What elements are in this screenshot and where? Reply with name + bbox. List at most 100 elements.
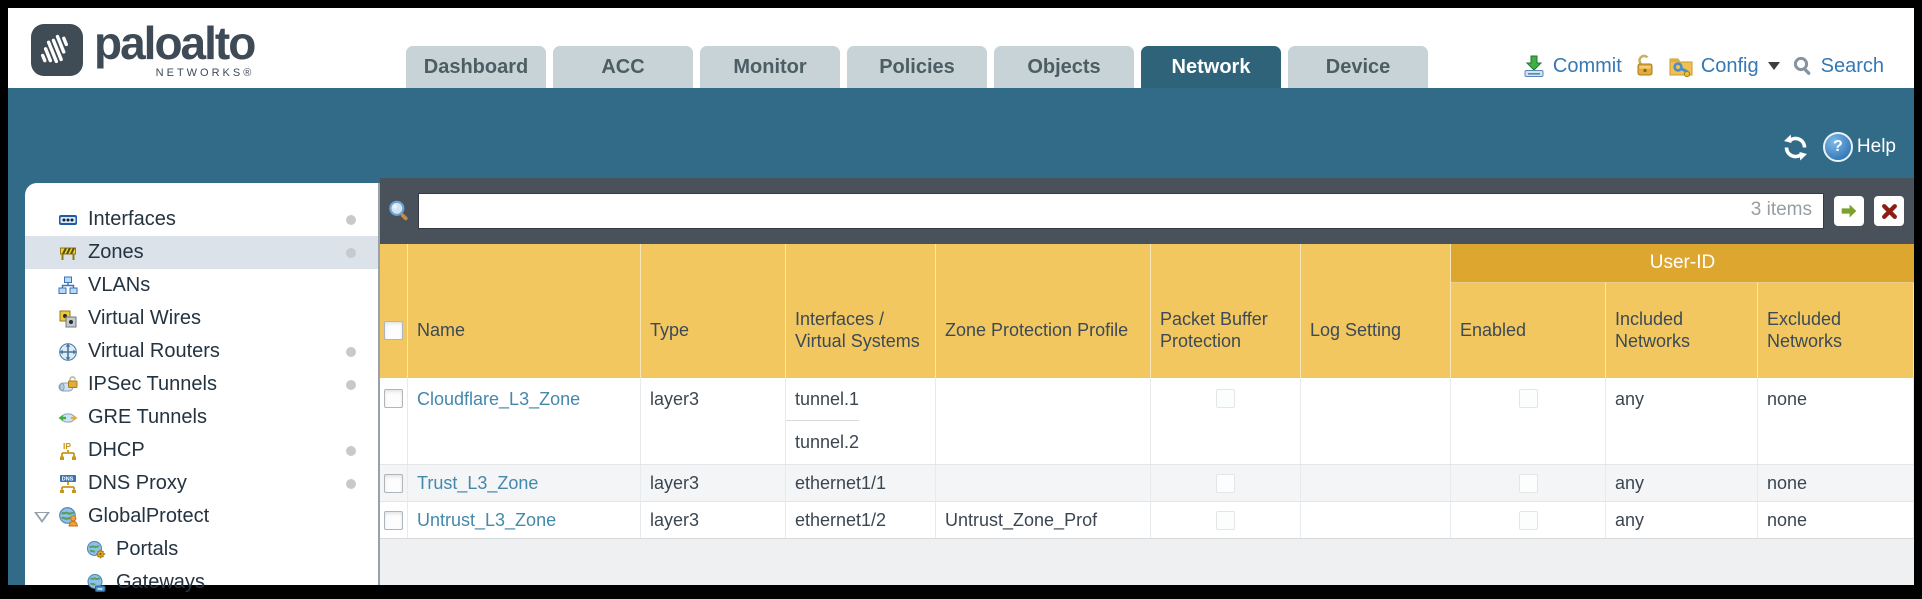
gateways-icon xyxy=(85,572,107,594)
zone-type: layer3 xyxy=(641,378,786,464)
status-dot xyxy=(346,214,356,225)
user-id-group-header: User-ID xyxy=(1451,244,1914,283)
sidebar-item-dhcp[interactable]: IP DHCP xyxy=(25,434,378,467)
user-id-enabled-checkbox[interactable] xyxy=(1518,389,1538,408)
app-frame: paloalto NETWORKS® Dashboard ACC Monitor… xyxy=(8,8,1914,593)
help-button[interactable]: ? Help xyxy=(1822,132,1896,162)
header-actions: Commit xyxy=(1522,54,1884,78)
zone-name-link[interactable]: Untrust_L3_Zone xyxy=(417,509,557,530)
sub-header-band: ? Help xyxy=(8,88,1914,178)
included-networks: any xyxy=(1606,465,1758,501)
sidebar-item-virtual-routers[interactable]: Virtual Routers xyxy=(25,335,378,368)
tab-monitor[interactable]: Monitor xyxy=(700,46,840,88)
log-setting xyxy=(1301,465,1451,501)
clear-filter-button[interactable] xyxy=(1874,196,1904,226)
col-header-included-networks[interactable]: Included Networks xyxy=(1606,244,1758,378)
dns-proxy-icon: DNS xyxy=(57,473,79,495)
help-label: Help xyxy=(1856,136,1896,157)
paloalto-logo: paloalto NETWORKS® xyxy=(30,20,256,79)
tab-policies[interactable]: Policies xyxy=(847,46,987,88)
sidebar-item-gateways[interactable]: Gateways xyxy=(25,566,378,599)
vlans-icon xyxy=(57,275,79,297)
zone-interfaces: ethernet1/2 xyxy=(786,502,936,538)
row-checkbox[interactable] xyxy=(384,510,403,530)
sidebar-item-virtual-wires[interactable]: Virtual Wires xyxy=(25,302,378,335)
sidebar-item-dns-proxy[interactable]: DNS DNS Proxy xyxy=(25,467,378,500)
zone-protection-profile xyxy=(936,378,1151,464)
log-setting xyxy=(1301,378,1451,464)
tab-acc[interactable]: ACC xyxy=(553,46,693,88)
sidebar-item-zones[interactable]: Zones xyxy=(25,236,378,269)
expand-caret-icon[interactable] xyxy=(34,512,50,523)
lock-icon[interactable] xyxy=(1634,54,1656,78)
row-checkbox[interactable] xyxy=(384,389,403,408)
virtual-wires-icon xyxy=(57,308,79,330)
col-header-zone-protection-profile[interactable]: Zone Protection Profile xyxy=(936,244,1151,378)
sidebar-item-vlans[interactable]: VLANs xyxy=(25,269,378,302)
tab-device[interactable]: Device xyxy=(1288,46,1428,88)
filter-search-icon xyxy=(386,198,412,224)
network-sidebar: Interfaces Zones xyxy=(25,183,380,593)
filter-toolbar: 3 items xyxy=(380,178,1914,244)
user-id-enabled-checkbox[interactable] xyxy=(1518,473,1538,493)
tab-dashboard[interactable]: Dashboard xyxy=(406,46,546,88)
packet-buffer-checkbox[interactable] xyxy=(1216,473,1235,493)
top-header: paloalto NETWORKS® Dashboard ACC Monitor… xyxy=(8,8,1914,88)
commit-icon xyxy=(1522,54,1546,78)
apply-filter-button[interactable] xyxy=(1834,196,1864,226)
col-header-type[interactable]: Type xyxy=(641,244,786,378)
excluded-networks: none xyxy=(1758,502,1914,538)
status-dot xyxy=(346,346,356,357)
user-id-enabled-checkbox[interactable] xyxy=(1518,510,1538,530)
table-header: Name Type Interfaces / Virtual Systems Z… xyxy=(380,244,1914,378)
packet-buffer-checkbox[interactable] xyxy=(1216,389,1235,408)
col-header-log-setting[interactable]: Log Setting xyxy=(1301,244,1451,378)
tab-network[interactable]: Network xyxy=(1141,46,1281,88)
status-dot xyxy=(346,445,356,456)
zones-icon xyxy=(57,242,79,264)
ipsec-tunnels-icon xyxy=(57,374,79,396)
table-row: Cloudflare_L3_Zone layer3 tunnel.1 tunne… xyxy=(380,378,1914,464)
global-search-button[interactable]: Search xyxy=(1792,55,1884,78)
search-icon xyxy=(1792,55,1814,77)
zone-name-link[interactable]: Cloudflare_L3_Zone xyxy=(417,389,581,409)
sidebar-item-interfaces[interactable]: Interfaces xyxy=(25,203,378,236)
filter-input[interactable] xyxy=(418,193,1824,229)
config-icon xyxy=(1668,54,1694,78)
clear-x-icon xyxy=(1881,203,1897,219)
interface-entry: tunnel.2 xyxy=(795,432,860,452)
commit-button[interactable]: Commit xyxy=(1522,54,1622,78)
portals-icon xyxy=(85,539,107,561)
tab-objects[interactable]: Objects xyxy=(994,46,1134,88)
table-row: Untrust_L3_Zone layer3 ethernet1/2 Untru… xyxy=(380,501,1914,539)
select-all-checkbox[interactable] xyxy=(384,320,403,340)
included-networks: any xyxy=(1606,502,1758,538)
svg-text:IP: IP xyxy=(63,441,71,451)
status-dot xyxy=(346,247,356,258)
gre-tunnels-icon xyxy=(57,407,79,429)
col-header-name[interactable]: Name xyxy=(408,244,641,378)
sidebar-item-portals[interactable]: Portals xyxy=(25,533,378,566)
packet-buffer-checkbox[interactable] xyxy=(1216,510,1235,530)
svg-text:DNS: DNS xyxy=(62,476,74,482)
excluded-networks: none xyxy=(1758,465,1914,501)
config-dropdown[interactable]: Config xyxy=(1668,54,1780,78)
interface-entry: tunnel.1 xyxy=(786,378,860,421)
sidebar-item-gre-tunnels[interactable]: GRE Tunnels xyxy=(25,401,378,434)
zone-interfaces: ethernet1/1 xyxy=(786,465,936,501)
col-header-packet-buffer-protection[interactable]: Packet Buffer Protection xyxy=(1151,244,1301,378)
row-checkbox[interactable] xyxy=(384,473,403,493)
refresh-icon[interactable] xyxy=(1782,134,1809,161)
table-empty-area xyxy=(380,539,1914,585)
table-row: Trust_L3_Zone layer3 ethernet1/1 any non… xyxy=(380,464,1914,501)
col-header-interfaces[interactable]: Interfaces / Virtual Systems xyxy=(786,244,936,378)
main-nav-tabs: Dashboard ACC Monitor Policies Objects N… xyxy=(406,46,1428,88)
col-header-excluded-networks[interactable]: Excluded Networks xyxy=(1758,244,1914,378)
excluded-networks: none xyxy=(1758,378,1914,464)
sidebar-item-globalprotect[interactable]: GlobalProtect xyxy=(25,500,378,533)
globalprotect-icon xyxy=(57,506,79,528)
col-header-enabled[interactable]: Enabled xyxy=(1451,244,1606,378)
sidebar-item-ipsec-tunnels[interactable]: IPSec Tunnels xyxy=(25,368,378,401)
status-dot xyxy=(346,379,356,390)
zone-name-link[interactable]: Trust_L3_Zone xyxy=(417,472,539,493)
